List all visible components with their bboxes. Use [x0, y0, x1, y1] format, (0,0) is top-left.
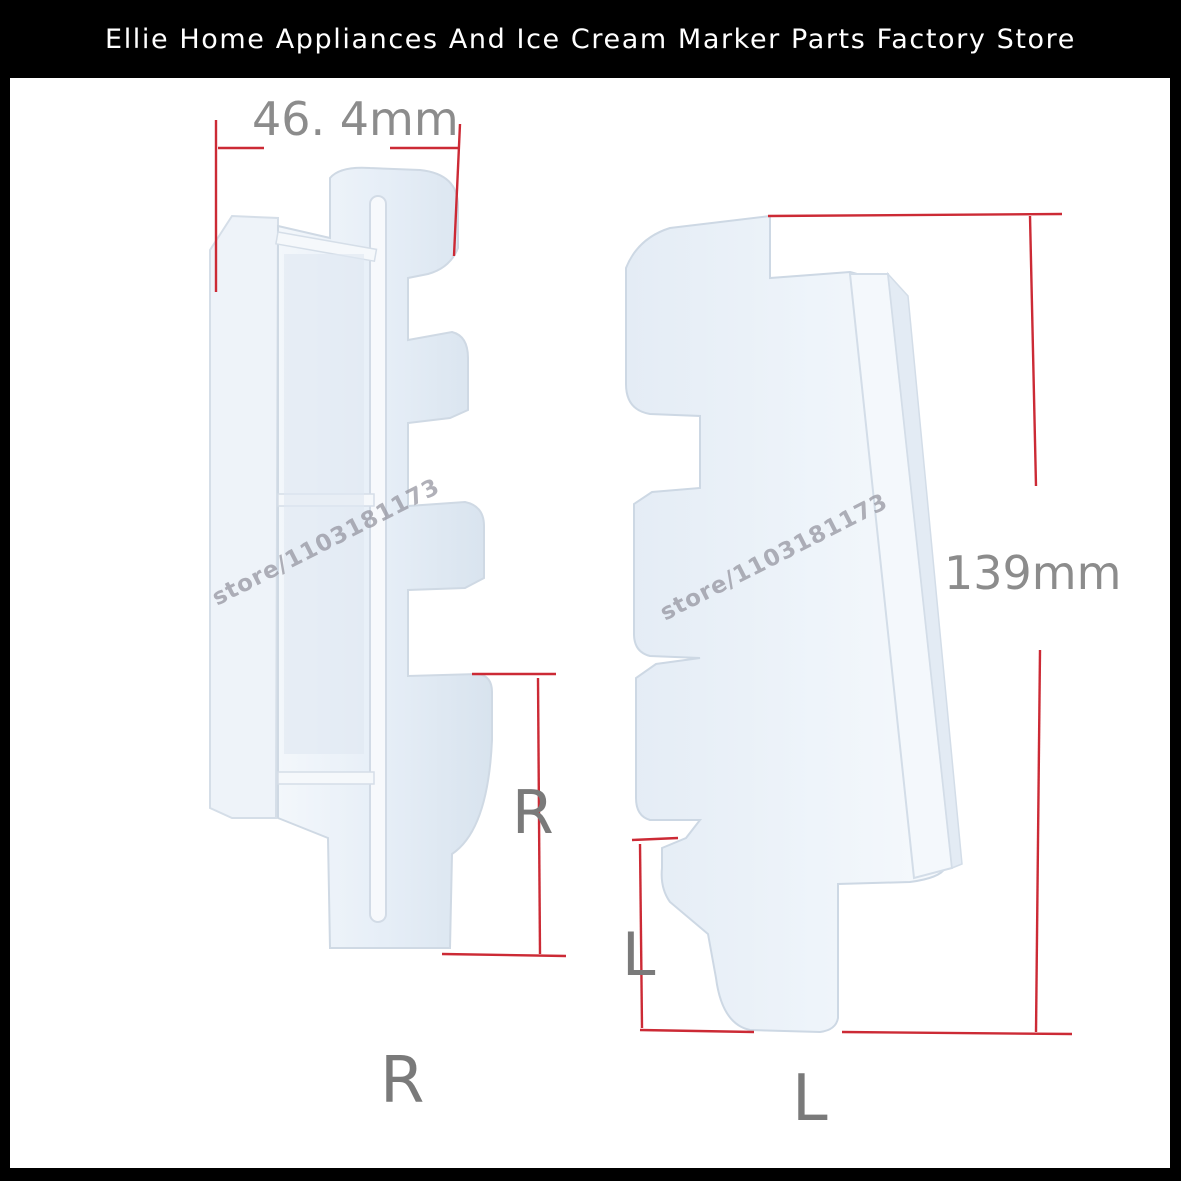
- part-l-rail-edge: [887, 271, 963, 870]
- part-left-piece: [625, 214, 963, 1034]
- right-part-label: R: [380, 1044, 425, 1118]
- part-right-piece: [209, 166, 493, 949]
- product-illustration: [209, 120, 1073, 1036]
- part-r-side-rail: [209, 214, 280, 819]
- width-dimension-label: 46. 4mm: [252, 92, 459, 146]
- l-dim-bottom: [639, 1028, 755, 1034]
- left-part-label: L: [792, 1062, 828, 1136]
- product-photo: 46. 4mm 139mm R L R L store/1103181173 s…: [10, 78, 1170, 1168]
- left-part-label-small: L: [622, 920, 656, 990]
- length-dim-upper: [1028, 215, 1038, 487]
- part-r-rod: [369, 195, 387, 923]
- dimension-lines: [214, 120, 1073, 1036]
- part-r-channel: [284, 254, 364, 754]
- length-dim-bottom-tick: [841, 1030, 1073, 1036]
- right-part-label-small: R: [512, 778, 554, 848]
- part-r-rib-top: [275, 231, 378, 263]
- length-dimension-label: 139mm: [944, 546, 1122, 600]
- store-banner: Ellie Home Appliances And Ice Cream Mark…: [105, 23, 1076, 55]
- width-dim-right-tick: [452, 123, 462, 257]
- part-r-rib-bottom: [277, 771, 375, 785]
- r-dim-bottom: [441, 952, 567, 958]
- length-dim-lower: [1034, 649, 1042, 1033]
- l-dim-vertical: [638, 843, 644, 1029]
- l-dim-top: [631, 836, 679, 842]
- length-dim-top-tick: [767, 212, 1063, 218]
- r-dim-vertical: [536, 677, 542, 955]
